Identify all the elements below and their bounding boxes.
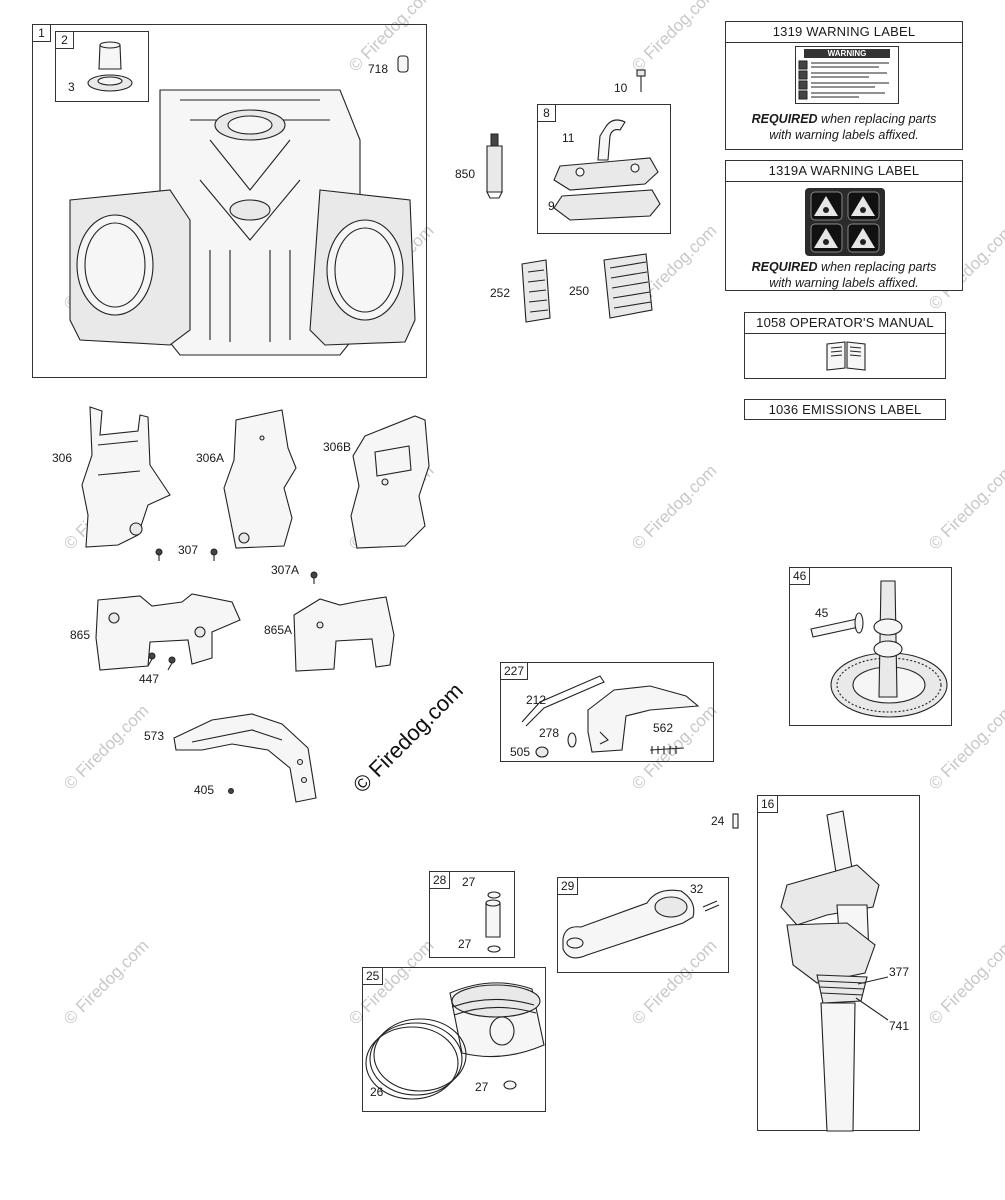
part-label: 250 (569, 284, 590, 298)
group-tag: 16 (758, 796, 779, 813)
card-title: 1319A WARNING LABEL (726, 161, 962, 182)
leader-lines (855, 976, 889, 1021)
group-tag: 25 (363, 968, 384, 985)
sticker-heading: WARNING (804, 49, 890, 58)
group-tag: 1 (33, 25, 51, 42)
watermark: © Firedog.com (628, 0, 721, 76)
part-label: 573 (144, 729, 165, 743)
watermark: © Firedog.com (60, 700, 153, 794)
dowel-drawing (397, 55, 409, 73)
warning-label-1319-card: 1319 WARNING LABEL WARNING REQUIRED when… (725, 21, 963, 150)
required-note-line2: with warning labels affixed. (769, 128, 919, 142)
cover-573-drawing (173, 713, 317, 803)
part-label: 307A (271, 563, 300, 577)
part-label: 32 (690, 882, 704, 896)
group-tag: 29 (558, 878, 579, 895)
part-label: 252 (490, 286, 511, 300)
center-watermark: © Firedog.com (348, 677, 468, 798)
warning-label-1319A-card: 1319A WARNING LABEL REQUIRED when replac… (725, 160, 963, 291)
group-tag: 2 (56, 32, 74, 49)
watermark: © Firedog.com (628, 460, 721, 554)
part-label: 865 (70, 628, 91, 642)
group-box-227: 227 (500, 662, 714, 762)
baffle-865A-drawing (293, 596, 395, 672)
part-label: 307 (178, 543, 199, 557)
part-label: 27 (462, 875, 476, 889)
part-label: 377 (889, 965, 910, 979)
emissions-label-card: 1036 EMISSIONS LABEL (744, 399, 946, 420)
group-tag: 8 (538, 105, 556, 122)
part-label: 278 (539, 726, 560, 740)
part-label: 27 (458, 937, 472, 951)
part-label: 27 (475, 1080, 489, 1094)
part-label: 850 (455, 167, 476, 181)
part-label: 306 (52, 451, 73, 465)
shroud-306A-drawing (223, 409, 297, 549)
part-label: 505 (510, 745, 531, 759)
part-label: 9 (548, 199, 555, 213)
group-box-46: 46 (789, 567, 952, 726)
screw-405-drawing (228, 788, 234, 794)
piston-pin-drawing (485, 891, 501, 953)
screw-307A-drawing (310, 571, 318, 584)
card-title: 1319 WARNING LABEL (726, 22, 962, 43)
required-note: REQUIRED when replacing parts (751, 260, 937, 274)
piston-drawing (365, 982, 545, 1100)
warning-pictograms (798, 60, 889, 100)
connecting-rod-drawing (562, 889, 720, 959)
group-box-28: 28 (429, 871, 515, 958)
group-box-2: 2 (55, 31, 149, 102)
filter-250-drawing (603, 253, 653, 319)
part-label: 447 (139, 672, 160, 686)
group-box-1: 1 (32, 24, 427, 378)
part-label: 405 (194, 783, 215, 797)
part-label: 718 (368, 62, 389, 76)
part-label: 3 (68, 80, 75, 94)
bushing-drawing (87, 41, 133, 92)
warning-sticker: WARNING (795, 46, 899, 104)
part-label: 10 (614, 81, 628, 95)
required-note: REQUIRED when replacing parts (751, 112, 937, 126)
screws-307-drawing (155, 548, 218, 561)
group-tag: 227 (501, 663, 529, 680)
crankshaft-drawing (780, 810, 880, 1132)
watermark: © Firedog.com (925, 460, 1005, 554)
part-label: 212 (526, 693, 547, 707)
part-label: 45 (815, 606, 829, 620)
breather-drawing (553, 119, 661, 221)
part-label: 562 (653, 721, 674, 735)
part-label: 11 (562, 131, 575, 145)
baffle-865-drawing (95, 593, 241, 671)
book-icon (826, 341, 866, 371)
hazard-symbols-icon (805, 188, 885, 256)
part-label: 26 (370, 1085, 384, 1099)
shroud-306-drawing (81, 406, 171, 548)
filter-252-drawing (521, 259, 551, 323)
crankcase-drawing (69, 89, 416, 356)
card-title: 1058 OPERATOR'S MANUAL (745, 313, 945, 334)
part-label: 865A (264, 623, 293, 637)
screws-447-drawing (147, 652, 176, 671)
part-label: 24 (711, 814, 725, 828)
sealant-tube-drawing (486, 133, 503, 199)
key-24-drawing (732, 813, 739, 829)
operators-manual-card: 1058 OPERATOR'S MANUAL (744, 312, 946, 379)
group-tag: 28 (430, 872, 451, 889)
part-label: 306A (196, 451, 225, 465)
group-tag: 46 (790, 568, 811, 585)
governor-drawing (521, 675, 700, 758)
group-box-25: 25 (362, 967, 546, 1112)
shroud-306B-drawing (350, 415, 430, 549)
group-box-8: 8 (537, 104, 671, 234)
bolt-drawing (636, 69, 646, 92)
watermark: © Firedog.com (60, 935, 153, 1029)
card-title: 1036 EMISSIONS LABEL (768, 402, 922, 417)
watermark: © Firedog.com (925, 935, 1005, 1029)
group-box-29: 29 (557, 877, 729, 973)
camshaft-drawing (810, 580, 948, 718)
part-label: 741 (889, 1019, 910, 1033)
required-note-line2: with warning labels affixed. (769, 276, 919, 290)
part-label: 306B (323, 440, 352, 454)
